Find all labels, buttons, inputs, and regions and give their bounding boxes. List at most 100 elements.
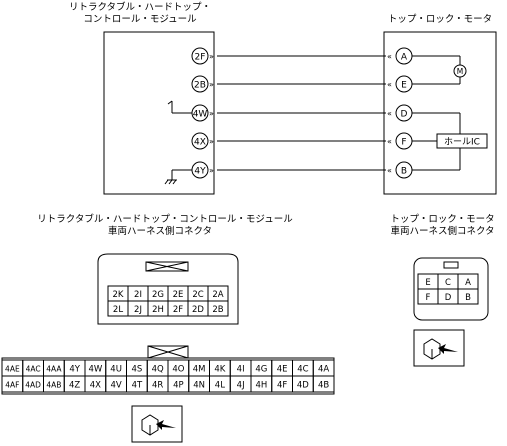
connector-cell-label: 4Q [152, 365, 164, 375]
connector-cell-label: 2K [113, 290, 124, 300]
connector-cell-label: 2B [212, 305, 223, 315]
connector-mark-left: » [209, 166, 214, 175]
module-pin-label: 2B [194, 81, 206, 91]
module-pin-label: 4X [194, 138, 206, 148]
connector-cell-label: 2L [113, 305, 123, 315]
connector-latch [443, 261, 459, 269]
connector-cell-label: 4Y [69, 365, 80, 375]
arrow-mark [167, 100, 173, 105]
connector-cell-label: 4AA [46, 365, 62, 374]
ground-icon [164, 179, 169, 185]
motor-pin-label: E [401, 81, 407, 91]
hall-ic-box [436, 133, 488, 149]
connector-latch-mark [145, 261, 189, 272]
connector-cell-label: 4M [193, 365, 206, 375]
hall-ic-label: ホールIC [444, 137, 480, 148]
connector-cell-label: 4Z [69, 381, 80, 391]
module-pin-2F [191, 47, 209, 65]
motor-pin-label: A [401, 53, 408, 63]
motor-pin-label: D [401, 110, 408, 120]
connector-cell-label: 4AE [5, 365, 20, 374]
connector-cell-label: 4V [111, 381, 122, 391]
motor-pin-label: F [401, 138, 406, 148]
connector-cell-label: 4H [255, 381, 267, 391]
small-connector-body [97, 253, 239, 325]
module-pin-label: 2F [195, 53, 206, 63]
connector-cell-label: 2E [173, 290, 184, 300]
connector-cell-label: 4A [318, 365, 329, 375]
ground-icon [168, 179, 173, 185]
connector-mark-left: » [209, 137, 214, 146]
connector-cell-label: 4K [214, 365, 225, 375]
module-box [103, 31, 215, 195]
connector-mark-right: « [387, 166, 392, 175]
connector-cell-label: 2G [152, 290, 164, 300]
connector-cell-label: 2J [134, 305, 142, 315]
connector-mark-left: » [209, 52, 214, 61]
connector-cell-label: 2A [212, 290, 223, 300]
connector-mark-right: « [387, 137, 392, 146]
connector-cell-label: 2F [173, 305, 183, 315]
module-pin-4X [191, 132, 209, 150]
connector-latch-mark [147, 345, 189, 359]
connector-cell-label: 4AD [25, 381, 41, 390]
motor-connector-title-line1: トップ・ロック・モータ [390, 214, 495, 225]
connector-cell-label: B [465, 293, 471, 303]
motor-pin-label: B [401, 167, 407, 177]
connector-cell-label: 2H [152, 305, 164, 315]
probe-arrow-icon [156, 420, 176, 430]
module-connector-title-line1: リトラクタブル・ハードトップ・コントロール・モジュール [37, 214, 293, 225]
connector-cell-label: 4G [255, 365, 267, 375]
ground-icon [172, 179, 177, 185]
motor-symbol: M [457, 67, 463, 76]
connector-cell-label: 4P [173, 381, 184, 391]
connector-cell-label: 4N [193, 381, 205, 391]
connector-cell-label: 2D [192, 305, 204, 315]
connector-cell-label: 4W [88, 365, 102, 375]
connector-cell-label: 2I [134, 290, 142, 300]
connector-cell-label: F [426, 293, 431, 303]
module-title-line2: コントロール・モジュール [83, 14, 197, 25]
connector-mark-right: « [387, 52, 392, 61]
connector-cell-label: 4S [131, 365, 142, 375]
connector-cell-label: 4B [318, 381, 329, 391]
connector-cell-label: 4C [297, 365, 308, 375]
connector-cell-label: 4X [90, 381, 101, 391]
connector-cell [207, 300, 229, 317]
connector-cell-label: 4R [152, 381, 163, 391]
connector-cell-label: 4D [297, 381, 309, 391]
motor-connector-body [413, 257, 489, 321]
connector-mark-left: » [209, 80, 214, 89]
connector-cell-label: 4L [215, 381, 225, 391]
module-title-line1: リトラクタブル・ハードトップ・ [68, 2, 212, 13]
motor-title: トップ・ロック・モータ [387, 14, 493, 25]
module-connector-title-line2: 車両ハーネス側コネクタ [107, 226, 213, 237]
connector-cell [457, 288, 479, 305]
connector-cell-label: 4AF [5, 381, 19, 390]
module-pin-label: 4Y [194, 167, 206, 177]
connector-cell-label: 4I [237, 365, 245, 375]
connector-cell-label: 2C [192, 290, 203, 300]
motor-connector-title-line2: 車両ハーネス側コネクタ [390, 226, 495, 237]
connector-mark-right: « [387, 109, 392, 118]
connector-cell-label: E [425, 278, 430, 288]
connector-cell-label: 4F [277, 381, 287, 391]
connector-cell-label: 4AC [26, 365, 41, 374]
module-pin-label: 4W [193, 110, 208, 120]
module-pin-2B [191, 75, 209, 93]
connector-mark-left: » [209, 109, 214, 118]
connector-cell-label: A [465, 278, 471, 288]
probe-arrow-icon [438, 344, 458, 354]
connector-cell-label: 4T [132, 381, 143, 391]
connector-cell-label: 4AB [46, 381, 61, 390]
connector-cell-label: 4J [237, 381, 245, 391]
connector-cell-label: D [445, 293, 452, 303]
connector-cell-label: 4E [277, 365, 288, 375]
motor-icon [453, 64, 467, 78]
connector-cell-label: 4O [172, 365, 184, 375]
connector-mark-right: « [387, 80, 392, 89]
connector-cell-label: C [445, 278, 451, 288]
connector-cell [312, 375, 335, 393]
connector-cell-label: 4U [110, 365, 122, 375]
